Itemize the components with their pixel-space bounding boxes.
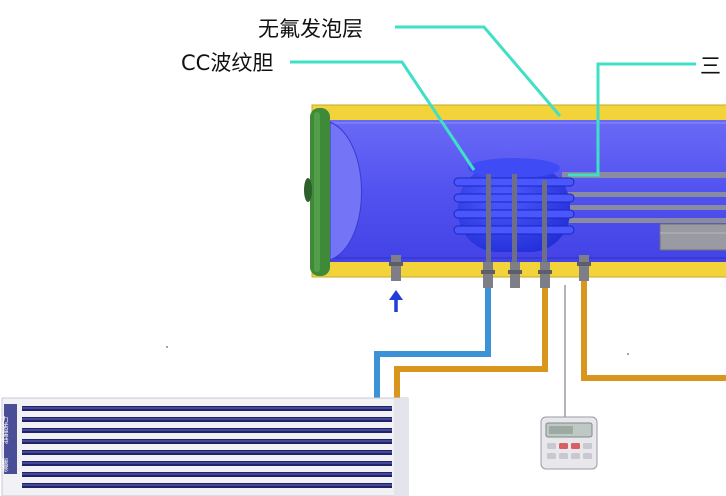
vacuum-tubes bbox=[22, 406, 392, 488]
electric-heater-element bbox=[659, 223, 726, 251]
tank-left-dome bbox=[329, 121, 362, 261]
leader-cc-liner bbox=[290, 60, 476, 171]
collector-side-label-strip bbox=[4, 404, 17, 474]
cold-water-pipe bbox=[374, 262, 491, 402]
cc-corrugated-liner bbox=[453, 158, 575, 262]
arrow-up-icon bbox=[389, 290, 403, 312]
label-cc-liner: CC波纹胆 bbox=[181, 51, 273, 75]
stray-dot bbox=[166, 346, 168, 348]
label-foam-layer: 无氟发泡层 bbox=[258, 17, 363, 41]
stray-dot bbox=[627, 353, 629, 355]
controller-unit bbox=[540, 416, 598, 470]
pipes bbox=[374, 262, 726, 418]
collector-return-pipe bbox=[394, 262, 548, 402]
collector-side-text-top: 力诺瑞特 bbox=[1, 415, 9, 444]
controller-buttons bbox=[547, 443, 592, 459]
internal-tubes bbox=[562, 172, 726, 251]
bottom-fittings bbox=[389, 255, 591, 288]
hot-outlet-pipe bbox=[581, 262, 726, 381]
leader-foam-layer bbox=[395, 25, 562, 117]
leader-third bbox=[568, 62, 696, 177]
leader-lines bbox=[290, 25, 696, 177]
collector-side-text-bottom: 暖寒 bbox=[1, 458, 9, 473]
water-tank bbox=[304, 104, 726, 288]
label-third-partial: 三 bbox=[700, 54, 721, 78]
solar-collector-panel: 力诺瑞特 暖寒 bbox=[1, 397, 409, 496]
